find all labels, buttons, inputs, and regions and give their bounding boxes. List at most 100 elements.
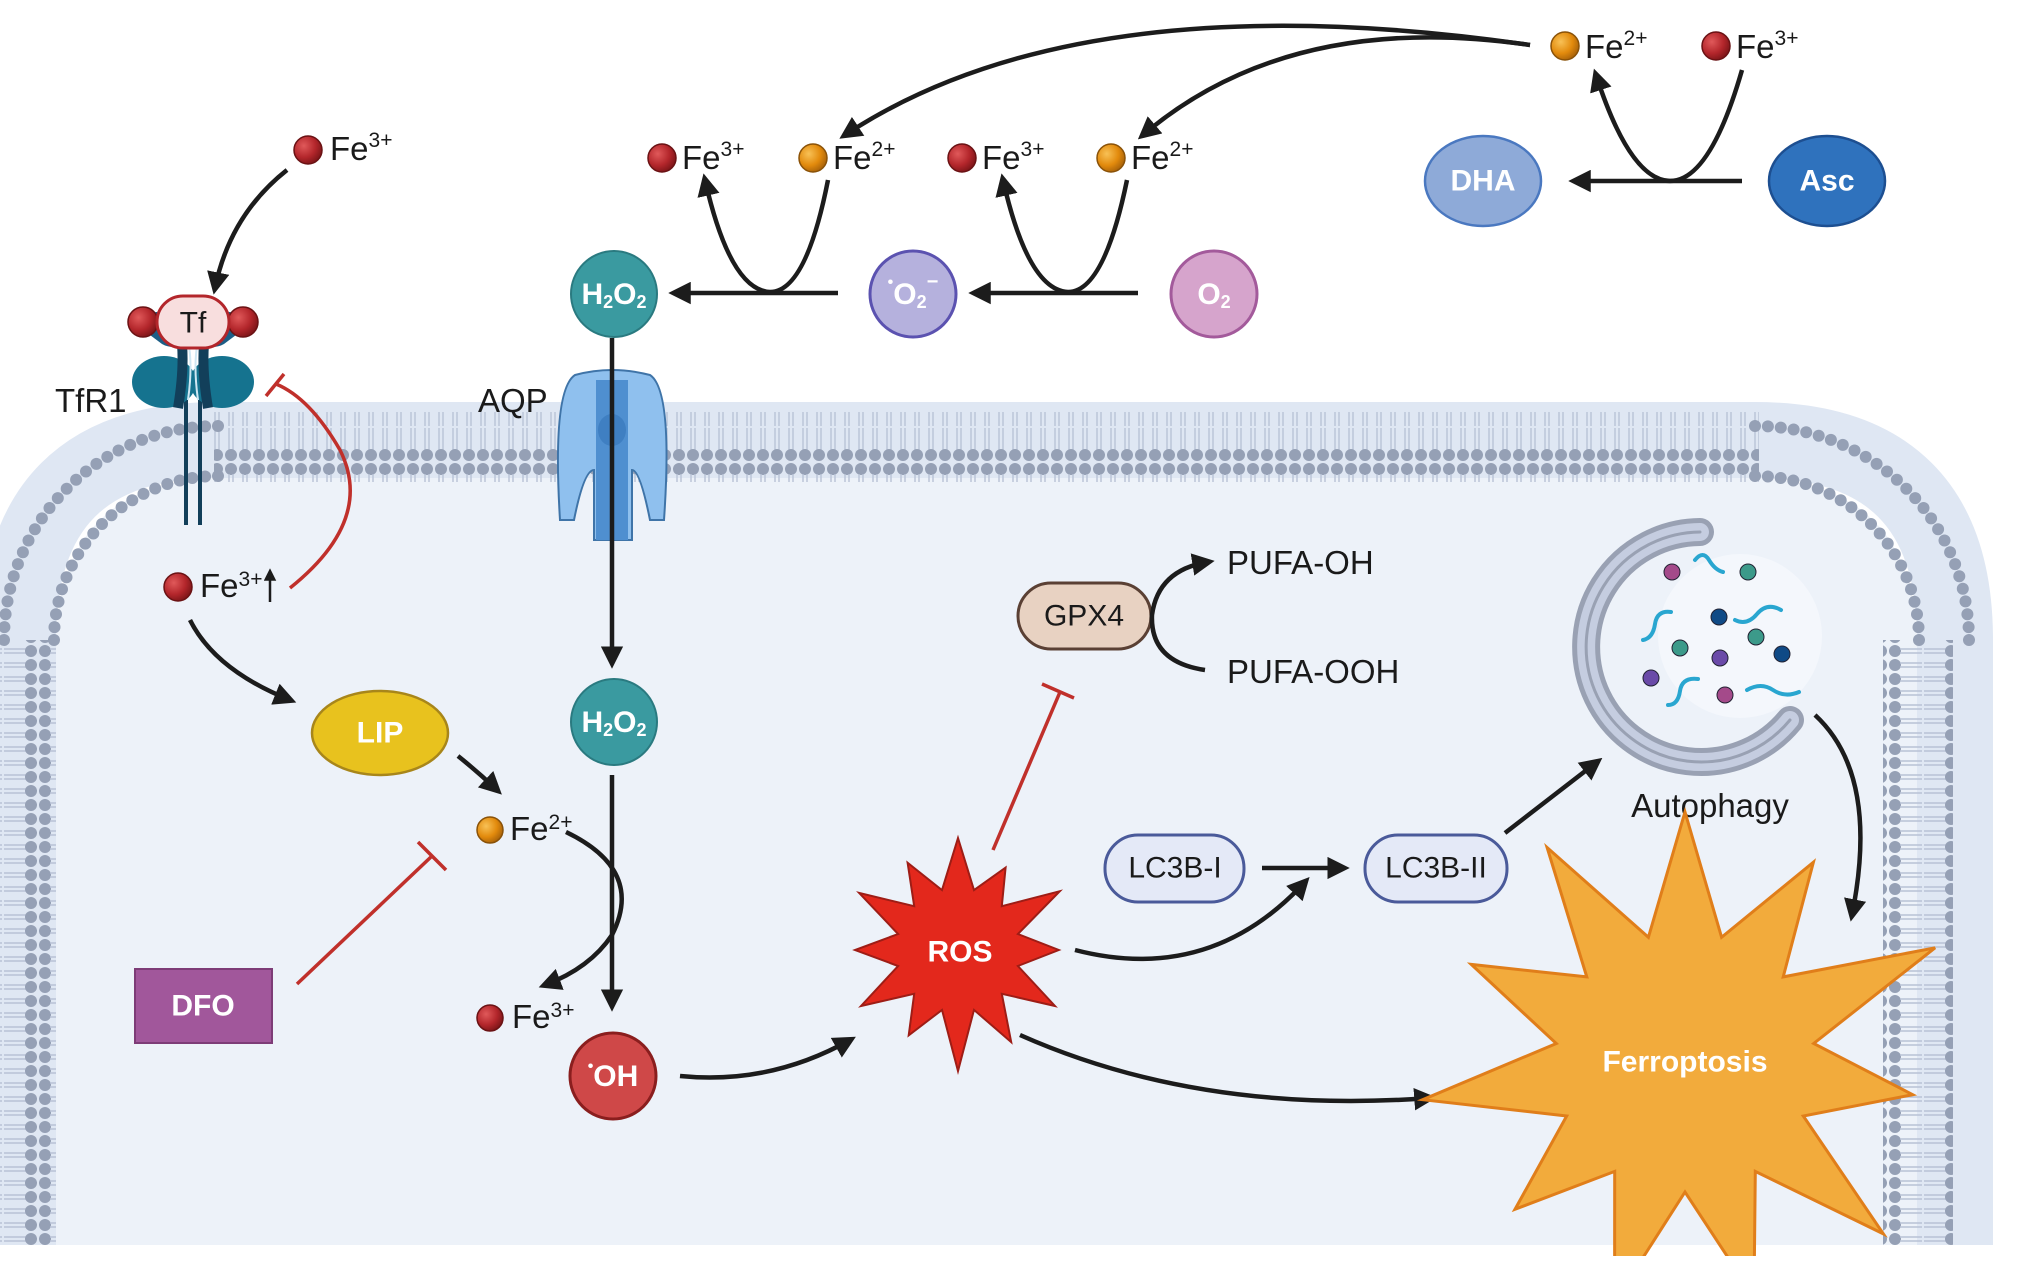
lipid-head (1895, 559, 1908, 572)
lipid-head (60, 482, 73, 495)
aqp-label: AQP (478, 382, 548, 419)
lipid-head (0, 621, 11, 634)
lipid-head (48, 634, 60, 646)
lipid-head (1, 595, 14, 608)
svg-text:Fe2+: Fe2+ (510, 810, 572, 847)
svg-text:GPX4: GPX4 (1044, 600, 1124, 633)
lipid-head (160, 426, 173, 439)
fe2-intracellular: Fe2+ (476, 810, 572, 847)
ros-to-lc3b-arrow (1074, 877, 1310, 962)
lipid-head (1761, 470, 1774, 483)
lipid-head (1905, 583, 1917, 596)
cargo-particle (1739, 563, 1757, 581)
lipid-head (72, 548, 85, 561)
dha-node: DHA (1423, 134, 1543, 228)
cargo-particle (1671, 639, 1689, 657)
fe2-ion-1: Fe2+ (798, 138, 895, 176)
fe2-ion-icon (798, 143, 828, 173)
fe3-ion-icon (647, 143, 677, 173)
lipid-head (48, 621, 61, 634)
lc3b-to-autophagy-arrow (1503, 757, 1603, 835)
tf-label: Tf (180, 307, 207, 340)
asc-node: Asc (1767, 134, 1887, 228)
lipid-head (28, 523, 41, 536)
lipid-head (1888, 548, 1901, 561)
lipid-head (126, 494, 139, 507)
lipid-head (212, 470, 224, 482)
lipid-head (137, 487, 150, 500)
lipid-head (1824, 433, 1837, 446)
lipid-head (1881, 465, 1893, 478)
cargo-particle (1642, 669, 1660, 687)
lipid-head (4, 582, 17, 595)
svg-text:Fe3+: Fe3+ (512, 998, 574, 1035)
cargo-strand (1641, 609, 1673, 642)
lipid-head (1749, 470, 1761, 482)
lipid-head (51, 492, 64, 505)
cargo-particle (1663, 563, 1681, 581)
lipid-head (186, 421, 199, 434)
svg-text:Ferroptosis: Ferroptosis (1602, 1046, 1767, 1079)
fe3-ion-asc: Fe3+ (1701, 27, 1798, 65)
lipid-head (80, 465, 92, 478)
svg-text:Fe3+: Fe3+ (982, 138, 1044, 176)
lipid-head (1761, 420, 1774, 433)
lipid-head (124, 438, 137, 451)
lipid-head (1963, 634, 1975, 646)
lipid-head (101, 450, 114, 463)
fe2-recycle-arrow-2 (1137, 35, 1531, 140)
pufa-oh-label: PUFA-OH (1227, 544, 1374, 581)
cargo-particle (1747, 628, 1765, 646)
autophagy-to-ferroptosis-arrow (1813, 713, 1867, 922)
lipid-head (149, 482, 162, 495)
lipid-head (0, 608, 12, 621)
fe3-ion-2: Fe3+ (947, 138, 1044, 176)
svg-text:Fe3+: Fe3+ (330, 129, 392, 167)
lipid-head (1836, 438, 1849, 451)
lipid-head (11, 558, 24, 571)
fe2-ion-2: Fe2+ (1096, 138, 1193, 176)
cargo-particle (1711, 649, 1729, 667)
fe3-ion-1: Fe3+ (647, 138, 744, 176)
lipid-head (173, 423, 186, 436)
lipid-head (112, 444, 125, 457)
lipid-head (1900, 571, 1913, 584)
gpx4-reduction-arrow (1149, 553, 1215, 673)
lipid-head (1845, 501, 1858, 514)
lipid-head (56, 583, 68, 596)
svg-text:Fe2+: Fe2+ (1131, 138, 1193, 176)
lipid-head (1956, 582, 1969, 595)
lipid-head (79, 537, 92, 550)
svg-text:Fe2+: Fe2+ (833, 138, 895, 176)
lc3b-ii-node: LC3B-II (1363, 833, 1509, 904)
pufa-ooh-label: PUFA-OOH (1227, 653, 1399, 690)
lipid-head (65, 559, 78, 572)
lipid-head (87, 527, 100, 540)
cargo-particle (1716, 686, 1734, 704)
fe2-ion-icon (1550, 31, 1580, 61)
lipid-head (1949, 558, 1962, 571)
lipid-head (1917, 502, 1930, 514)
lip-node: LIP (310, 689, 450, 777)
svg-text:Fe3+: Fe3+ (682, 138, 744, 176)
lipid-head (1800, 426, 1813, 439)
lipid-head (1859, 450, 1872, 463)
lipid-head (1873, 527, 1886, 540)
lipid-head (22, 534, 35, 547)
ferroptosis-burst: Ferroptosis (1416, 806, 1937, 1261)
lipid-head (1911, 608, 1923, 621)
svg-text:Fe3+: Fe3+ (1736, 27, 1798, 65)
svg-text:Fe2+: Fe2+ (1585, 27, 1647, 65)
lipid-head (16, 546, 29, 559)
lipid-head (1932, 523, 1945, 536)
cargo-particle (1773, 645, 1791, 663)
lipid-head (1811, 482, 1824, 495)
tfr1-label: TfR1 (55, 382, 127, 419)
superoxide-node: •O2− (868, 249, 958, 339)
lipid-head (1787, 474, 1800, 487)
cargo-strand (1745, 684, 1801, 697)
fe3-ion-icon (163, 572, 193, 602)
lipid-head (90, 457, 103, 470)
lipid-head (52, 595, 65, 608)
